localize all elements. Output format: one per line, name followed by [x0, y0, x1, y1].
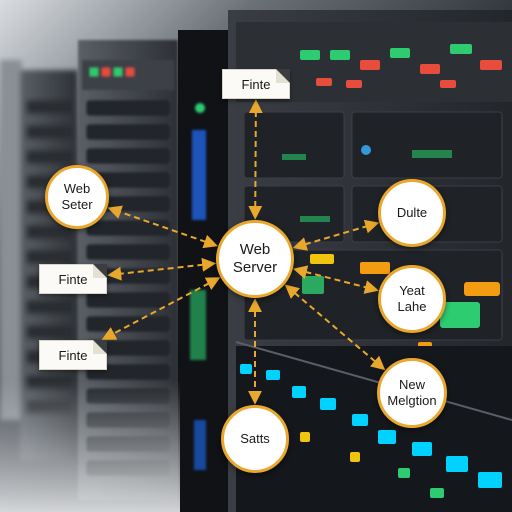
node-label: Finte — [58, 271, 88, 287]
node-label: Yeat Lahe — [397, 283, 427, 314]
node-label: Dulte — [396, 205, 428, 221]
hub-node-web-server: Web Server — [216, 220, 294, 298]
node-label: Satts — [240, 431, 270, 447]
node-satts: Satts — [221, 405, 289, 473]
file-node-file-top: Finte — [222, 69, 290, 99]
node-label: Finte — [58, 347, 88, 363]
node-label: New Melgtion — [387, 377, 437, 408]
file-node-file-left-upper: Finte — [39, 264, 107, 294]
node-label: Finte — [241, 76, 271, 92]
file-node-file-left-lower: Finte — [39, 340, 107, 370]
node-new-melgtion: New Melgtion — [377, 358, 447, 428]
node-yeat-lahe: Yeat Lahe — [378, 265, 446, 333]
node-label: Web Server — [232, 241, 278, 276]
node-label: Web Seter — [61, 181, 93, 212]
node-web-setter: Web Seter — [45, 165, 109, 229]
node-dulte: Dulte — [378, 179, 446, 247]
